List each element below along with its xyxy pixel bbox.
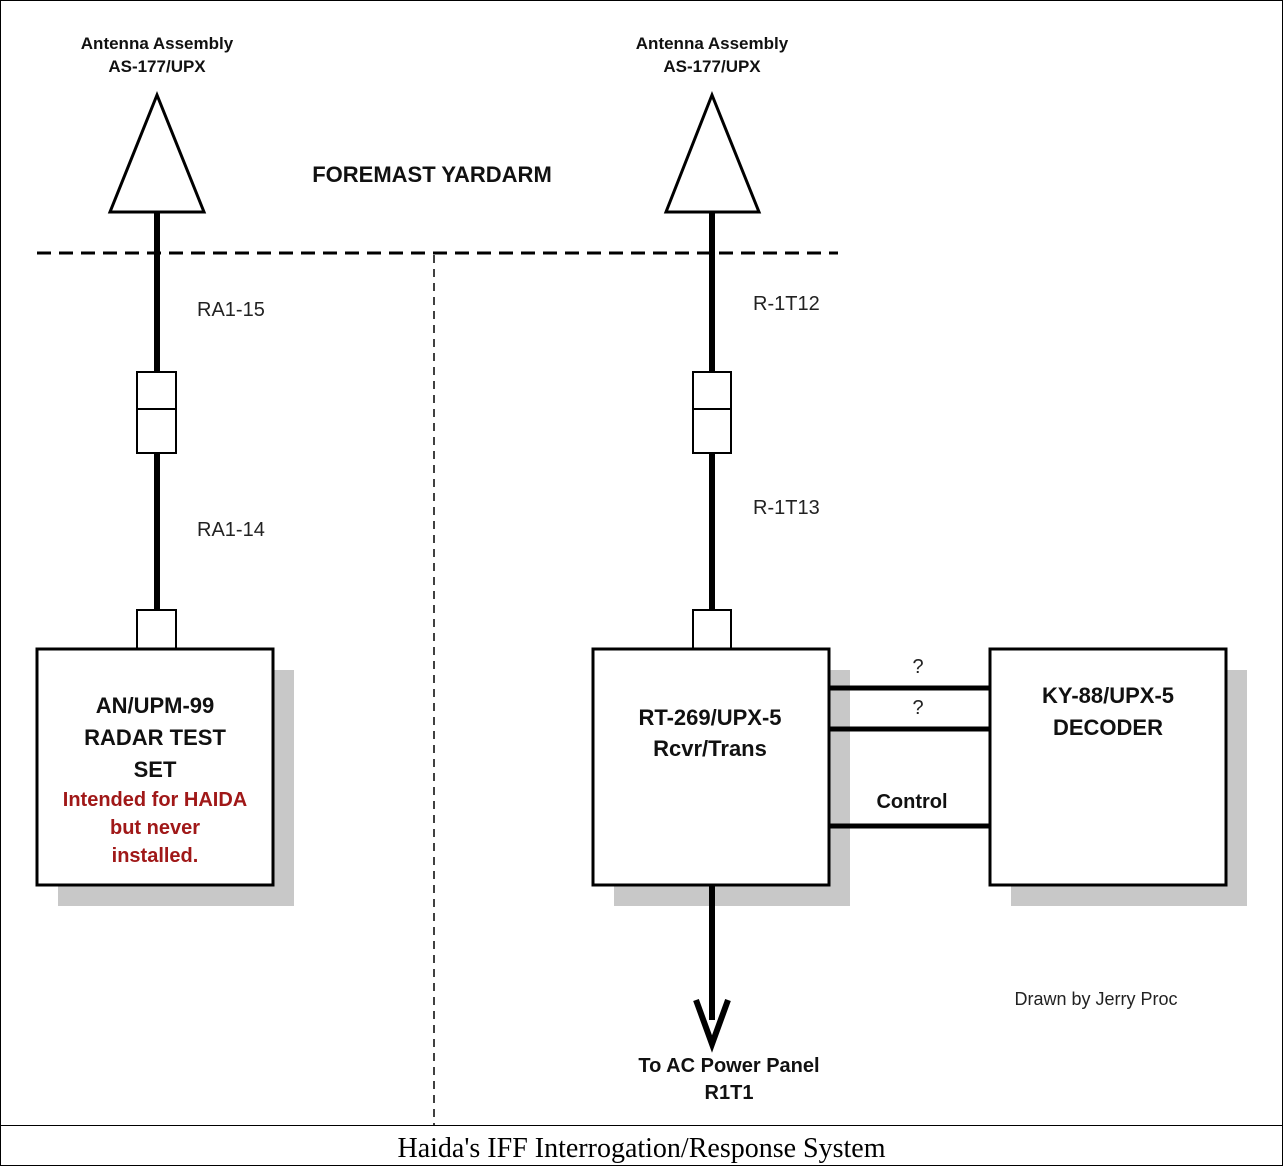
rt-unit-title-2: Rcvr/Trans (653, 736, 767, 761)
right-connector-top (692, 371, 732, 410)
left-antenna-icon (107, 90, 207, 214)
right-antenna-icon (663, 90, 762, 214)
test-set-note-3: installed. (112, 845, 199, 867)
test-set-box (35, 647, 275, 887)
decoder-title-2: DECODER (1053, 715, 1163, 740)
test-set-title-1: AN/UPM-99 (96, 693, 215, 718)
link-1-label: ? (912, 656, 923, 678)
power-arrow-icon (693, 998, 731, 1053)
left-connector-bottom (136, 408, 177, 454)
right-antenna-label-2: AS-177/UPX (663, 57, 761, 76)
rt-unit-title-1: RT-269/UPX-5 (638, 705, 781, 730)
test-set-title-3: SET (134, 757, 177, 782)
rt-unit-box (591, 647, 831, 887)
decoder-title-1: KY-88/UPX-5 (1042, 683, 1174, 708)
right-cable-lower-label: R-1T13 (753, 497, 820, 519)
right-box-connector (692, 609, 732, 650)
test-set-title-2: RADAR TEST (84, 725, 226, 750)
right-antenna-label-1: Antenna Assembly (636, 34, 789, 53)
link-control-label: Control (876, 791, 947, 813)
left-cable-lower-label: RA1-14 (197, 519, 265, 541)
test-set-note-1: Intended for HAIDA (63, 789, 247, 811)
caption-cell (0, 1125, 1283, 1166)
left-box-connector (136, 609, 177, 650)
link-2-label: ? (912, 697, 923, 719)
zone-label: FOREMAST YARDARM (312, 162, 552, 187)
drawn-by-credit: Drawn by Jerry Proc (1014, 989, 1177, 1009)
left-antenna-label-1: Antenna Assembly (81, 34, 234, 53)
right-cable-upper-label: R-1T12 (753, 293, 820, 315)
right-connector-bottom (692, 408, 732, 454)
test-set-note-2: but never (110, 817, 200, 839)
left-cable-upper-label: RA1-15 (197, 299, 265, 321)
decoder-box (988, 647, 1228, 887)
figure-caption: Haida's IFF Interrogation/Response Syste… (397, 1133, 886, 1164)
left-antenna-label-2: AS-177/UPX (108, 57, 206, 76)
power-label-2: R1T1 (705, 1082, 754, 1104)
power-label-1: To AC Power Panel (638, 1055, 819, 1077)
iff-system-diagram: FOREMAST YARDARM Antenna Assembly AS-177… (35, 34, 1247, 1125)
left-connector-top (136, 371, 177, 410)
